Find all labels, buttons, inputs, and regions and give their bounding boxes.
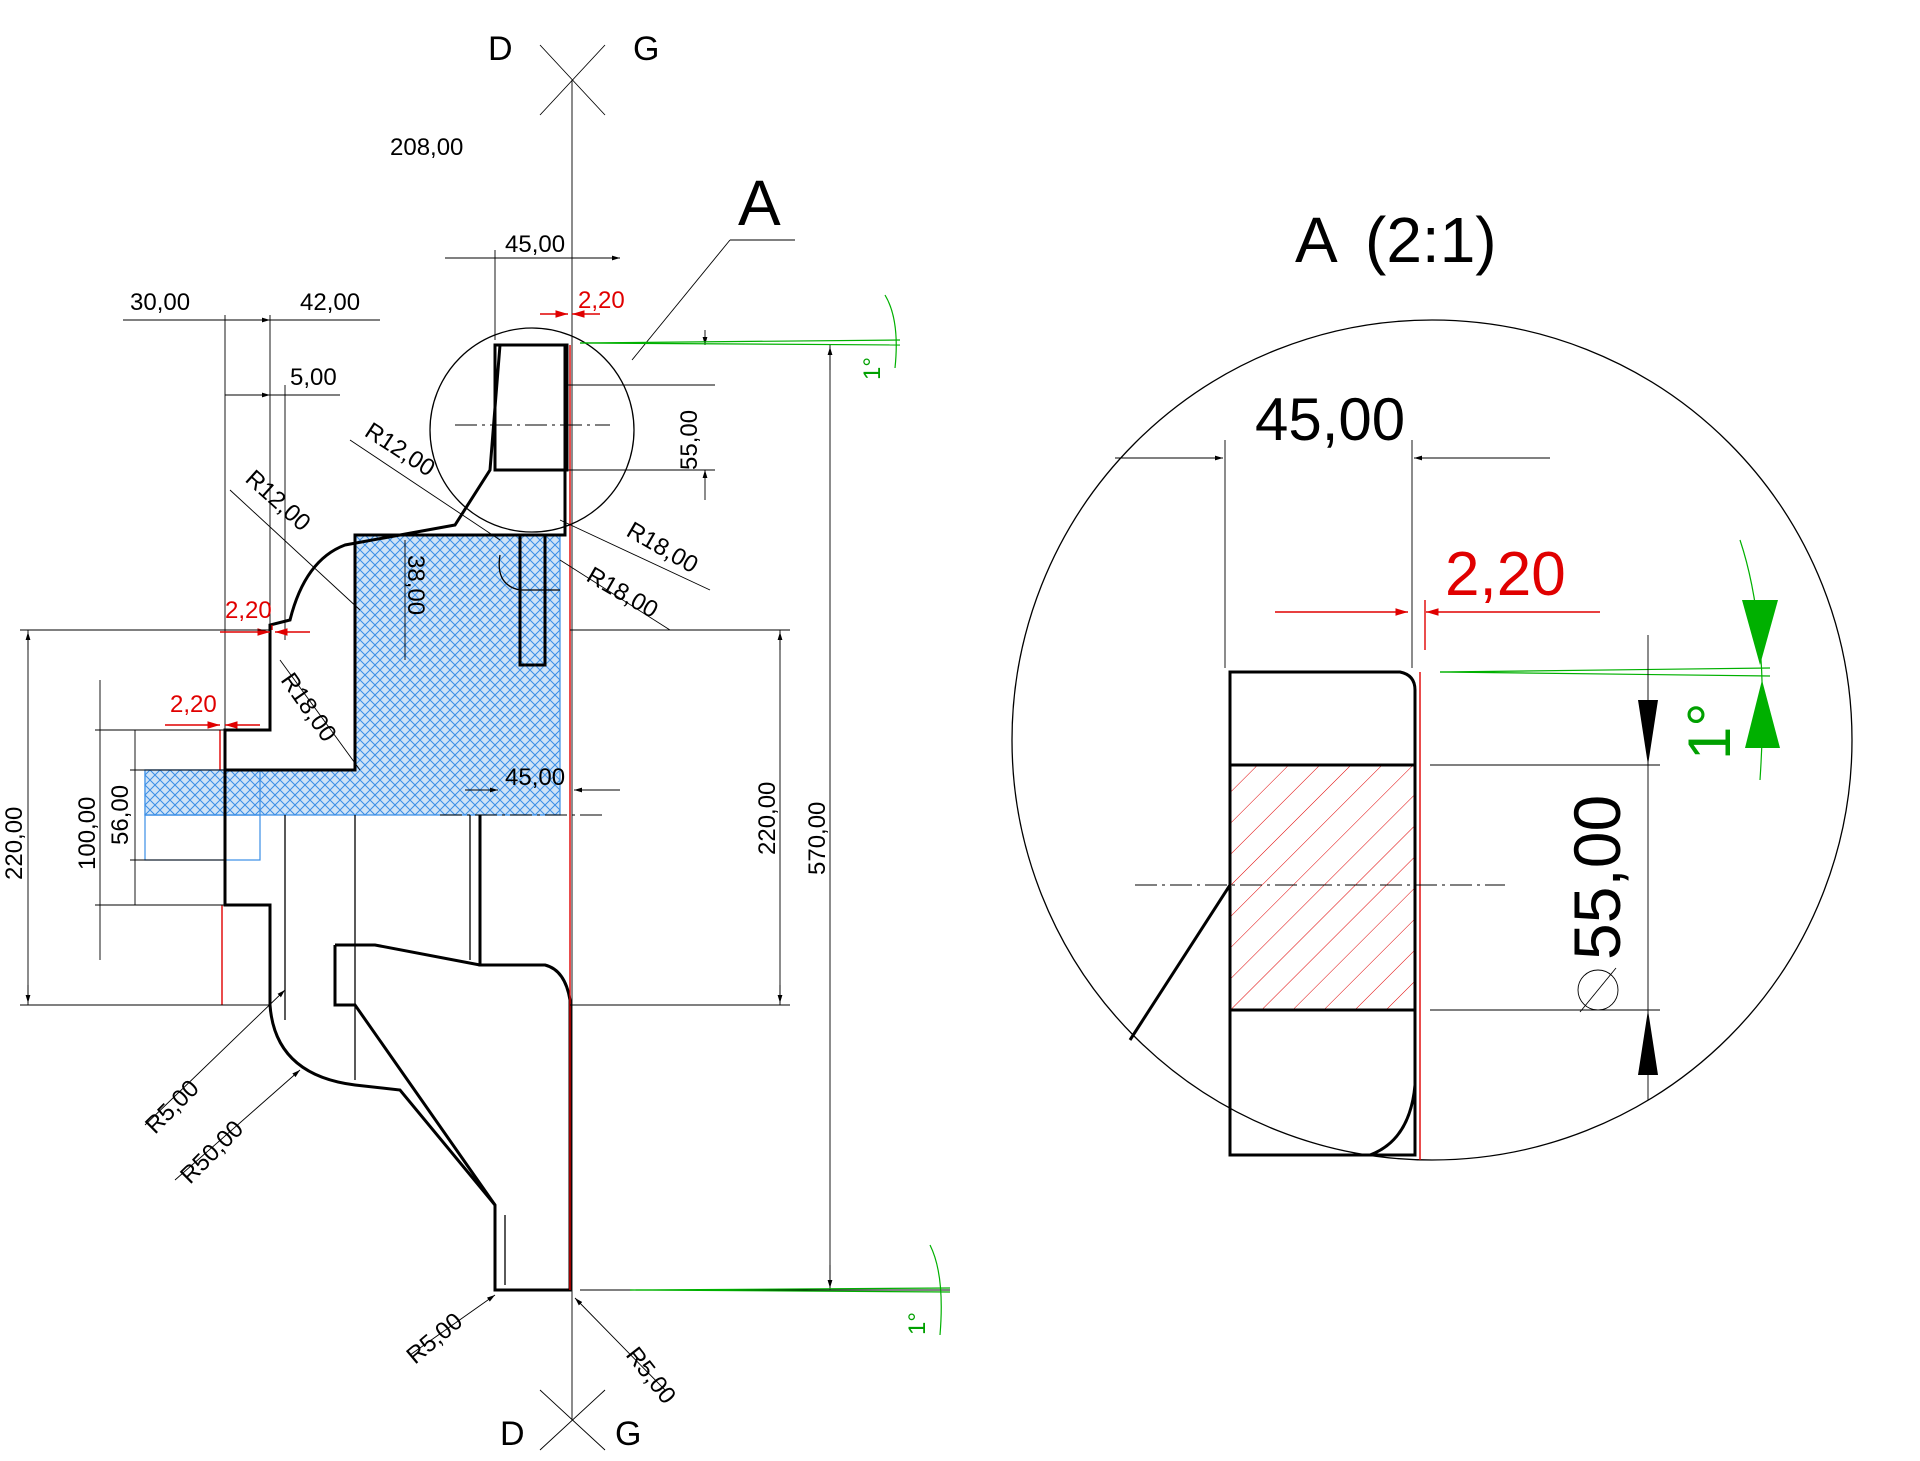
dim-dia-100: 100,00 xyxy=(74,797,101,870)
detail-dim-45: 45,00 xyxy=(1255,386,1405,453)
dim-2-20-top: 2,20 xyxy=(578,287,625,314)
detail-dim-angle: 1° xyxy=(1676,703,1743,760)
diameter-symbol-slash xyxy=(1579,967,1617,1013)
dim-5: 5,00 xyxy=(290,364,337,391)
detail-view: A (2:1) 45,00 2,20 1° xyxy=(1011,204,1853,1161)
detail-hole-section xyxy=(1228,763,1417,1012)
dim-208: 208,00 xyxy=(390,134,463,161)
detail-dim-dia-55: 55,00 xyxy=(1560,795,1634,960)
detail-dim-2-20: 2,20 xyxy=(1445,540,1566,609)
dim-r12-a: R12,00 xyxy=(360,417,440,482)
detail-circle xyxy=(429,327,635,533)
dim-r5-c: R5,00 xyxy=(620,1342,681,1409)
detail-callout-label: A xyxy=(738,167,781,239)
section-mark-g-top: G xyxy=(633,30,659,68)
groove-fillet xyxy=(498,554,560,591)
shaft-outline xyxy=(144,814,261,861)
dim-45-top: 45,00 xyxy=(505,231,565,258)
section-cut-bottom: D G xyxy=(500,1389,641,1453)
dim-2-20-low: 2,20 xyxy=(170,691,217,718)
lower-body-outline xyxy=(223,770,572,1292)
dim-220: 220,00 xyxy=(754,782,781,855)
section-mark-d-top: D xyxy=(488,30,513,68)
dim-2-20-mid: 2,20 xyxy=(225,597,272,624)
dim-42: 42,00 xyxy=(300,289,360,316)
section-mark-g-bottom: G xyxy=(615,1415,641,1453)
dim-570: 570,00 xyxy=(804,802,831,875)
dim-r50: R50,00 xyxy=(175,1115,249,1189)
detail-scale: (2:1) xyxy=(1365,204,1497,276)
flange-block xyxy=(493,343,569,472)
dim-dia-220: 220,00 xyxy=(1,807,28,880)
web-upper-edge xyxy=(335,943,481,967)
detail-leader xyxy=(631,239,731,361)
section-mark-d-bottom: D xyxy=(500,1415,525,1453)
dim-r5-a: R5,00 xyxy=(140,1075,204,1139)
dim-38: 38,00 xyxy=(402,555,429,615)
dim-r18-c: R18,00 xyxy=(275,668,342,747)
upper-body-section xyxy=(223,343,567,772)
dim-30: 30,00 xyxy=(130,289,190,316)
section-cut-top: D G xyxy=(488,30,659,116)
dim-45-mid: 45,00 xyxy=(505,764,565,791)
groove xyxy=(518,535,547,667)
dim-dia-55: 55,00 xyxy=(676,410,703,470)
dim-angle-top: 1° xyxy=(859,357,886,380)
dim-r18-a: R18,00 xyxy=(622,517,703,579)
detail-fillet xyxy=(1369,1084,1417,1157)
detail-title: A xyxy=(1295,204,1338,276)
diameter-symbol xyxy=(1577,969,1619,1011)
detail-boundary-circle xyxy=(1011,319,1853,1161)
dim-r12-b: R12,00 xyxy=(240,465,316,537)
detail-body-edge xyxy=(1128,884,1232,1041)
dim-56: 56,00 xyxy=(107,785,134,845)
shaft-region xyxy=(144,769,261,816)
web-diagonal xyxy=(333,945,497,1206)
dim-angle-bottom: 1° xyxy=(904,1312,931,1335)
section-view: D G D G xyxy=(1,30,951,1453)
dim-r18-b: R18,00 xyxy=(582,562,663,624)
dim-r5-b: R5,00 xyxy=(402,1308,468,1370)
offset-line-left xyxy=(219,730,223,1005)
